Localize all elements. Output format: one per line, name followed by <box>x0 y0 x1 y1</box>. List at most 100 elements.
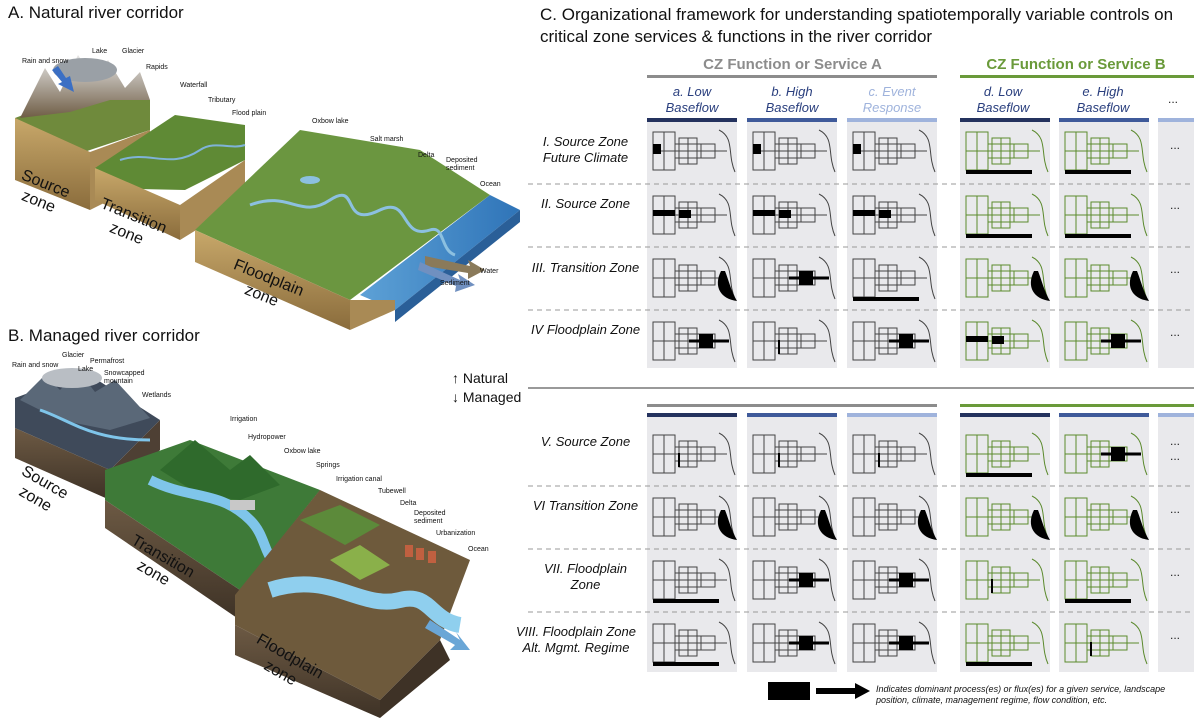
row-3-label: III. Transition Zone <box>531 260 640 275</box>
label-glacier-a: Glacier <box>122 48 145 55</box>
cell-schematic <box>965 558 1049 602</box>
label-hydropower-b: Hydropower <box>248 434 286 441</box>
label-rain-b: Rain and snow <box>12 362 59 369</box>
cell-schematic <box>852 256 936 301</box>
label-delta-a: Delta <box>418 152 435 159</box>
label-oxbow-a: Oxbow lake <box>312 118 349 125</box>
cell-schematic <box>652 256 737 301</box>
label-lake-b: Lake <box>78 366 94 373</box>
column-background <box>1059 122 1149 368</box>
group-a-bar-managed <box>647 404 937 407</box>
label-tubewell-b: Tubewell <box>378 488 406 495</box>
group-b-bar <box>960 75 1194 78</box>
panel-c-title: C. Organizational framework for understa… <box>540 5 1174 46</box>
label-delta-b: Delta <box>400 500 417 507</box>
cell-schematic <box>752 319 836 363</box>
cell-schematic <box>1064 621 1148 665</box>
cell-schematic <box>1064 129 1148 174</box>
column-a-label: a. Low Baseflow <box>665 84 719 115</box>
cell-schematic <box>1064 558 1148 603</box>
landscape-illustrations <box>15 55 520 718</box>
label-deposited-b: Deposited sediment <box>414 510 446 525</box>
ellipsis-r8: ... <box>1170 628 1181 642</box>
column-background <box>647 122 737 368</box>
row-5-label: V. Source Zone <box>540 434 631 449</box>
column-c-label: c. Event Response <box>862 84 922 115</box>
rain-arrow <box>52 58 117 92</box>
label-saltmarsh-a: Salt marsh <box>370 136 404 143</box>
ellipsis-r7: ... <box>1170 565 1181 579</box>
natural-label: ↑ Natural <box>452 370 509 386</box>
column-background <box>1158 417 1194 672</box>
label-canal-b: Irrigation canal <box>336 476 382 483</box>
label-deposited-a: Deposited sediment <box>446 157 478 172</box>
ellipsis-r5b: ... <box>1170 449 1181 463</box>
cell-schematic <box>752 256 836 300</box>
column-more-label: ... <box>1168 92 1179 106</box>
column-background <box>960 417 1050 672</box>
column-b-label: b. High Baseflow <box>765 84 819 115</box>
ellipsis-r5a: ... <box>1170 434 1181 448</box>
managed-label: ↓ Managed <box>452 389 522 405</box>
legend-block-icon <box>768 682 810 700</box>
cell-schematic <box>652 495 737 540</box>
column-bar <box>747 118 837 122</box>
legend-arrow-icon <box>816 683 870 699</box>
cell-schematic <box>852 129 936 173</box>
cell-schematic <box>965 432 1049 477</box>
row-7-label: VII. Floodplain Zone <box>543 561 628 592</box>
cell-schematic <box>852 495 937 540</box>
group-a-header: CZ Function or Service A <box>703 56 882 73</box>
managed-floodplain-block <box>235 490 470 718</box>
column-background <box>747 417 837 672</box>
label-rain-a: Rain and snow <box>22 58 69 65</box>
cell-schematic <box>965 319 1049 363</box>
label-glacier-b: Glacier <box>62 352 85 359</box>
column-bar <box>647 413 737 417</box>
water-sediment-arrow <box>418 256 485 292</box>
cell-schematic <box>652 193 736 237</box>
panel-a-title: A. Natural river corridor <box>8 3 184 22</box>
cell-schematic <box>852 558 936 602</box>
ellipsis-r2: ... <box>1170 198 1181 212</box>
column-bar <box>1158 118 1194 122</box>
cell-schematic <box>652 621 736 666</box>
cell-schematic <box>1064 193 1148 238</box>
row-8-label: VIII. Floodplain Zone Alt. Mgmt. Regime <box>516 624 636 655</box>
natural-floodplain-block <box>195 130 520 330</box>
cell-schematic <box>652 432 736 476</box>
column-background <box>847 417 937 672</box>
column-bar <box>847 413 937 417</box>
cell-schematic <box>965 129 1049 174</box>
cell-schematic <box>965 621 1049 666</box>
group-b-bar-managed <box>960 404 1194 407</box>
label-wetlands-b: Wetlands <box>142 392 172 399</box>
legend-text: Indicates dominant process(es) or flux(e… <box>876 684 1166 705</box>
group-b-header: CZ Function or Service B <box>986 56 1166 73</box>
label-water-a: Water <box>480 268 499 275</box>
ellipsis-r1: ... <box>1170 138 1181 152</box>
label-oxbow-b: Oxbow lake <box>284 448 321 455</box>
cell-schematic <box>1064 495 1149 540</box>
cell-schematic <box>1064 256 1149 301</box>
managed-transition-block <box>105 440 320 620</box>
column-background <box>647 417 737 672</box>
column-background <box>847 122 937 368</box>
row-6-label: VI Transition Zone <box>532 498 639 513</box>
row-1-label: I. Source Zone Future Climate <box>542 134 629 165</box>
group-a-bar <box>647 75 937 78</box>
column-background <box>747 122 837 368</box>
cell-schematic <box>852 621 936 665</box>
column-bar <box>1158 413 1194 417</box>
cell-schematic <box>752 558 836 602</box>
label-snowcapped-b: Snowcapped mountain <box>104 370 145 385</box>
cell-schematic <box>965 193 1049 238</box>
natural-transition-block <box>95 115 246 240</box>
cell-schematic <box>652 319 736 363</box>
column-e-label: e. High Baseflow <box>1076 84 1130 115</box>
cell-schematic <box>852 193 936 237</box>
label-floodplain-a: Flood plain <box>232 110 267 117</box>
managed-source-block <box>15 368 160 500</box>
cell-schematic <box>852 432 936 476</box>
row-4-label: IV Floodplain Zone <box>530 322 641 337</box>
